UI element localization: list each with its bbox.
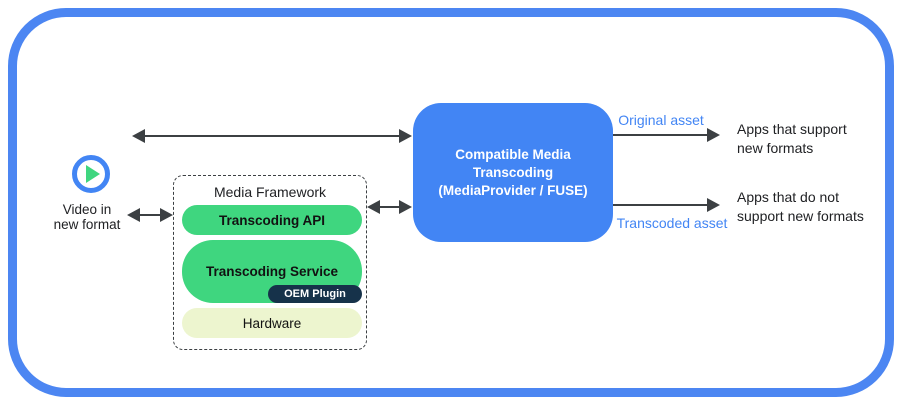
play-triangle-icon bbox=[86, 165, 100, 183]
apps-no-support-label: Apps that do not support new formats bbox=[737, 189, 864, 224]
oem-plugin-badge: OEM Plugin bbox=[268, 285, 362, 303]
original-asset-label: Original asset bbox=[618, 112, 704, 128]
arrowhead-right-icon bbox=[399, 129, 412, 143]
transcoded-asset-label: Transcoded asset bbox=[616, 215, 728, 231]
transcoding-api-layer: Transcoding API bbox=[182, 205, 362, 235]
apps-support-label: Apps that support new formats bbox=[737, 121, 847, 156]
arrowhead-right-icon bbox=[707, 198, 720, 212]
play-icon bbox=[72, 155, 110, 193]
arrowhead-left-icon bbox=[127, 208, 140, 222]
transcoding-box-subtitle: (MediaProvider / FUSE) bbox=[438, 182, 588, 198]
arrowhead-right-icon bbox=[707, 128, 720, 142]
arrow-transcoded-asset bbox=[613, 198, 720, 212]
arrowhead-right-icon bbox=[399, 200, 412, 214]
transcoding-service-label: Transcoding Service bbox=[205, 264, 339, 279]
arrowhead-left-icon bbox=[132, 129, 145, 143]
arrow-framework-to-transcoding bbox=[367, 200, 412, 214]
transcoding-box-title: Compatible Media Transcoding bbox=[455, 146, 571, 180]
arrowhead-right-icon bbox=[160, 208, 173, 222]
hardware-layer: Hardware bbox=[182, 308, 362, 338]
video-source-label: Video in new format bbox=[53, 202, 121, 232]
arrow-video-to-framework bbox=[127, 208, 173, 222]
arrow-video-to-transcoding bbox=[132, 129, 412, 143]
compatible-media-transcoding-box: Compatible Media Transcoding (MediaProvi… bbox=[413, 103, 613, 242]
arrow-original-asset bbox=[613, 128, 720, 142]
arrowhead-left-icon bbox=[367, 200, 380, 214]
media-framework-title: Media Framework bbox=[213, 184, 327, 200]
